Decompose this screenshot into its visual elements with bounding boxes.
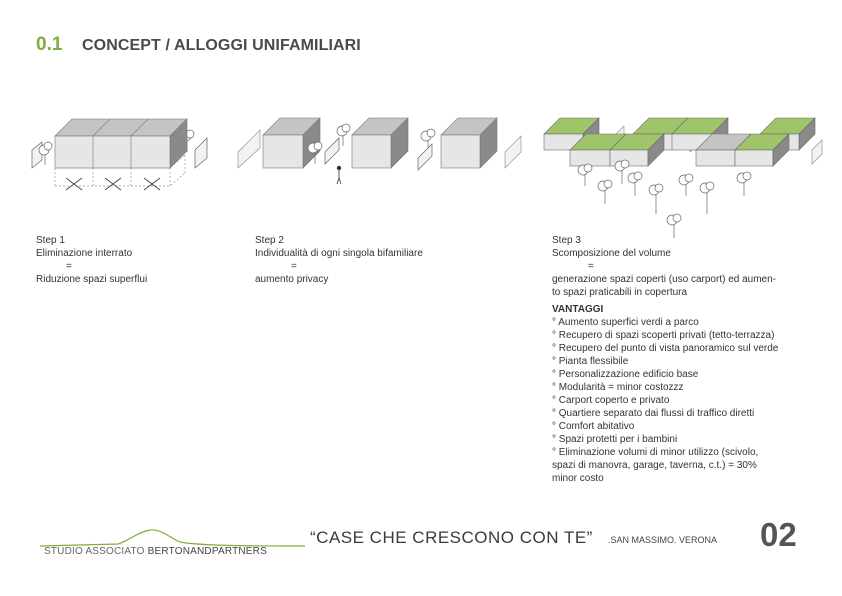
step-label: Step 3 bbox=[552, 235, 581, 246]
tree-icon bbox=[180, 129, 208, 169]
list-item: ° Modularità = minor costozzz bbox=[552, 382, 684, 393]
step-line: Individualità di ogni singola bifamiliar… bbox=[255, 248, 423, 259]
list-item: ° Personalizzazione edificio base bbox=[552, 369, 699, 380]
list-item: ° Pianta flessibile bbox=[552, 356, 629, 367]
building-volume bbox=[543, 117, 816, 167]
step-line: aumento privacy bbox=[255, 274, 329, 285]
page-title: CONCEPT / ALLOGGI UNIFAMILIARI bbox=[82, 37, 361, 54]
step-label: Step 2 bbox=[255, 235, 284, 246]
building-volume bbox=[262, 117, 321, 169]
list-item: ° Aumento superfici verdi a parco bbox=[552, 317, 699, 328]
step-line: Riduzione spazi superflui bbox=[36, 274, 148, 285]
list-item: ° Spazi protetti per i bambini bbox=[552, 434, 678, 445]
step-line: generazione spazi coperti (uso carport) … bbox=[552, 274, 777, 285]
vantaggi-list: ° Aumento superfici verdi a parco ° Recu… bbox=[552, 316, 812, 485]
building-volume bbox=[54, 118, 188, 169]
page-number: 02 bbox=[760, 516, 797, 553]
list-item: ° Recupero del punto di vista panoramico… bbox=[552, 343, 779, 354]
tree-icon bbox=[307, 123, 351, 165]
list-item: spazi di manovra, garage, taverna, c.t.)… bbox=[552, 460, 757, 471]
step-equals: = bbox=[66, 261, 72, 272]
person-icon bbox=[336, 165, 342, 185]
vantaggi-title: VANTAGGI bbox=[552, 304, 604, 315]
studio-logo: STUDIO ASSOCIATO BERTONANDPARTNERS bbox=[44, 546, 267, 557]
step-1-text: Step 1 Eliminazione interrato = Riduzion… bbox=[36, 234, 236, 286]
slogan: “CASE CHE CRESCONO CON TE” bbox=[310, 528, 593, 547]
step-equals: = bbox=[291, 261, 297, 272]
list-item: ° Quartiere separato dai flussi di traff… bbox=[552, 408, 755, 419]
logo-prefix: STUDIO ASSOCIATO bbox=[44, 546, 148, 557]
list-item: ° Carport coperto e privato bbox=[552, 395, 670, 406]
step-line: Eliminazione interrato bbox=[36, 248, 133, 259]
step-2-text: Step 2 Individualità di ogni singola bif… bbox=[255, 234, 465, 286]
step-line: Scomposizione del volume bbox=[552, 248, 671, 259]
tree-icon bbox=[31, 141, 53, 169]
tree-icon bbox=[417, 128, 436, 171]
list-item: ° Recupero di spazi scoperti privati (te… bbox=[552, 330, 775, 341]
list-item: ° Eliminazione volumi di minor utilizzo … bbox=[552, 447, 759, 458]
section-number: 0.1 bbox=[36, 34, 63, 55]
step-label: Step 1 bbox=[36, 235, 65, 246]
tree-icon bbox=[577, 159, 752, 238]
step-3-text: Step 3 Scomposizione del volume = genera… bbox=[552, 234, 812, 485]
list-item: ° Comfort abitativo bbox=[552, 421, 635, 432]
building-volume bbox=[440, 117, 498, 169]
location: .SAN MASSIMO. VERONA bbox=[608, 535, 718, 545]
building-volume bbox=[351, 117, 409, 169]
logo-brand: BERTONANDPARTNERS bbox=[147, 546, 267, 557]
step-line: to spazi praticabili in copertura bbox=[552, 287, 688, 298]
step-equals: = bbox=[588, 261, 594, 272]
list-item: minor costo bbox=[552, 473, 604, 484]
